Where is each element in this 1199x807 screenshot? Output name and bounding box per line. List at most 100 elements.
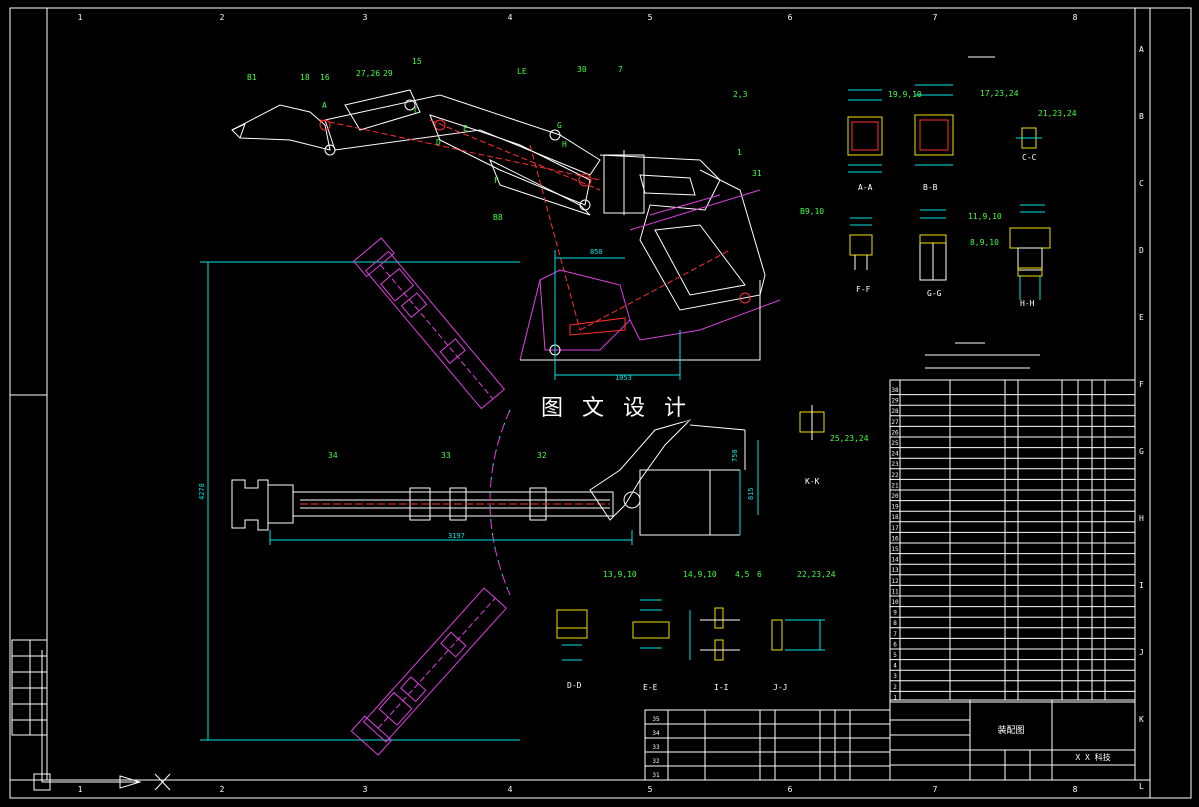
part-number: 32: [652, 758, 660, 765]
column-marker: 3: [363, 785, 368, 794]
part-number: 14: [891, 557, 899, 564]
column-marker: 4: [508, 785, 513, 794]
callout-label: 32: [537, 451, 547, 460]
column-marker: 6: [788, 785, 793, 794]
part-number: 4: [893, 663, 897, 670]
callout-label: B9,10: [800, 207, 824, 216]
callout-label: 19,9,10: [888, 90, 922, 99]
row-marker: E: [1139, 313, 1144, 322]
section-view-label: H-H: [1020, 299, 1035, 308]
callout-label: 14,9,10: [683, 570, 717, 579]
callout-label: 7: [618, 65, 623, 74]
row-marker: J: [1139, 648, 1144, 657]
part-number: 17: [891, 525, 899, 532]
part-number: 15: [891, 546, 899, 553]
part-number: 16: [891, 535, 899, 542]
top-assembly-view: [231, 89, 781, 380]
callout-label: 30: [577, 65, 587, 74]
section-view-label: E-E: [643, 683, 658, 692]
part-number: 34: [652, 730, 660, 737]
callout-label: G: [557, 121, 562, 130]
callout-label: 21,23,24: [1038, 109, 1077, 118]
callout-label: C: [414, 106, 419, 115]
row-marker: H: [1139, 514, 1144, 523]
part-number: 12: [891, 578, 899, 585]
section-details: [556, 84, 1051, 661]
callout-label: 17,23,24: [980, 89, 1019, 98]
part-number: 24: [891, 451, 899, 458]
watermark: 图 文 设 计: [537, 390, 696, 422]
callout-label: 15: [412, 57, 422, 66]
callout-label: 25,23,24: [830, 434, 869, 443]
part-number: 18: [891, 514, 899, 521]
callout-label: 2,3: [733, 90, 748, 99]
callout-label: 8,9,10: [970, 238, 999, 247]
part-number: 1: [893, 694, 897, 701]
row-marker: K: [1139, 715, 1144, 724]
callout-label: 13,9,10: [603, 570, 637, 579]
swung-boom-upper: [353, 237, 506, 410]
part-number: 25: [891, 440, 899, 447]
part-number: 8: [893, 620, 897, 627]
drawing-name: 装配图: [997, 724, 1024, 736]
column-marker: 5: [648, 13, 653, 22]
callout-label: 33: [441, 451, 451, 460]
section-view-label: K-K: [805, 477, 820, 486]
part-number: 33: [652, 744, 660, 751]
lower-plan-view: [200, 261, 759, 741]
column-marker: 1: [78, 785, 83, 794]
column-marker: 8: [1073, 785, 1078, 794]
part-number: 3: [893, 673, 897, 680]
callout-label: 18: [300, 73, 310, 82]
column-marker: 4: [508, 13, 513, 22]
part-number: 6: [893, 641, 897, 648]
section-view-label: F-F: [856, 285, 871, 294]
callout-label: H: [562, 140, 567, 149]
part-number: 10: [891, 599, 899, 606]
part-number: 29: [891, 398, 899, 405]
section-view-label: B-B: [923, 183, 938, 192]
callout-label: 6: [757, 570, 762, 579]
callout-label: B1: [247, 73, 257, 82]
callout-label: 31: [752, 169, 762, 178]
column-marker: 3: [363, 13, 368, 22]
column-marker: 8: [1073, 13, 1078, 22]
company-name: X X 科技: [1075, 752, 1110, 762]
column-marker: 7: [933, 13, 938, 22]
column-marker: 7: [933, 785, 938, 794]
part-number: 23: [891, 461, 899, 468]
section-view-label: G-G: [927, 289, 942, 298]
lower-parts-table: [644, 709, 891, 781]
row-marker: D: [1139, 246, 1144, 255]
section-view-label: A-A: [858, 183, 873, 192]
dimension-value: 3197: [448, 532, 465, 540]
row-marker: B: [1139, 112, 1144, 121]
section-view-label: C-C: [1022, 153, 1037, 162]
callout-label: 1: [737, 148, 742, 157]
technical-notes: [925, 56, 1040, 369]
callout-label: 16: [320, 73, 330, 82]
swung-boom-lower: [350, 587, 508, 756]
part-number: 5: [893, 652, 897, 659]
part-number: 9: [893, 610, 897, 617]
part-number: 27: [891, 419, 899, 426]
callout-label: 22,23,24: [797, 570, 836, 579]
dimension-value: 1053: [615, 374, 632, 382]
callout-label: 4,5: [735, 570, 750, 579]
row-marker: C: [1139, 179, 1144, 188]
section-view-label: D-D: [567, 681, 582, 690]
callout-label: F: [494, 176, 499, 185]
callout-label: 27,26: [356, 69, 380, 78]
column-marker: 6: [788, 13, 793, 22]
ucs-icon: [33, 650, 171, 791]
section-view-label: I-I: [714, 683, 729, 692]
row-marker: L: [1139, 782, 1144, 791]
part-number: 26: [891, 429, 899, 436]
callout-label: B8: [493, 213, 503, 222]
callout-label: 34: [328, 451, 338, 460]
part-number: 2: [893, 684, 897, 691]
row-marker: G: [1139, 447, 1144, 456]
